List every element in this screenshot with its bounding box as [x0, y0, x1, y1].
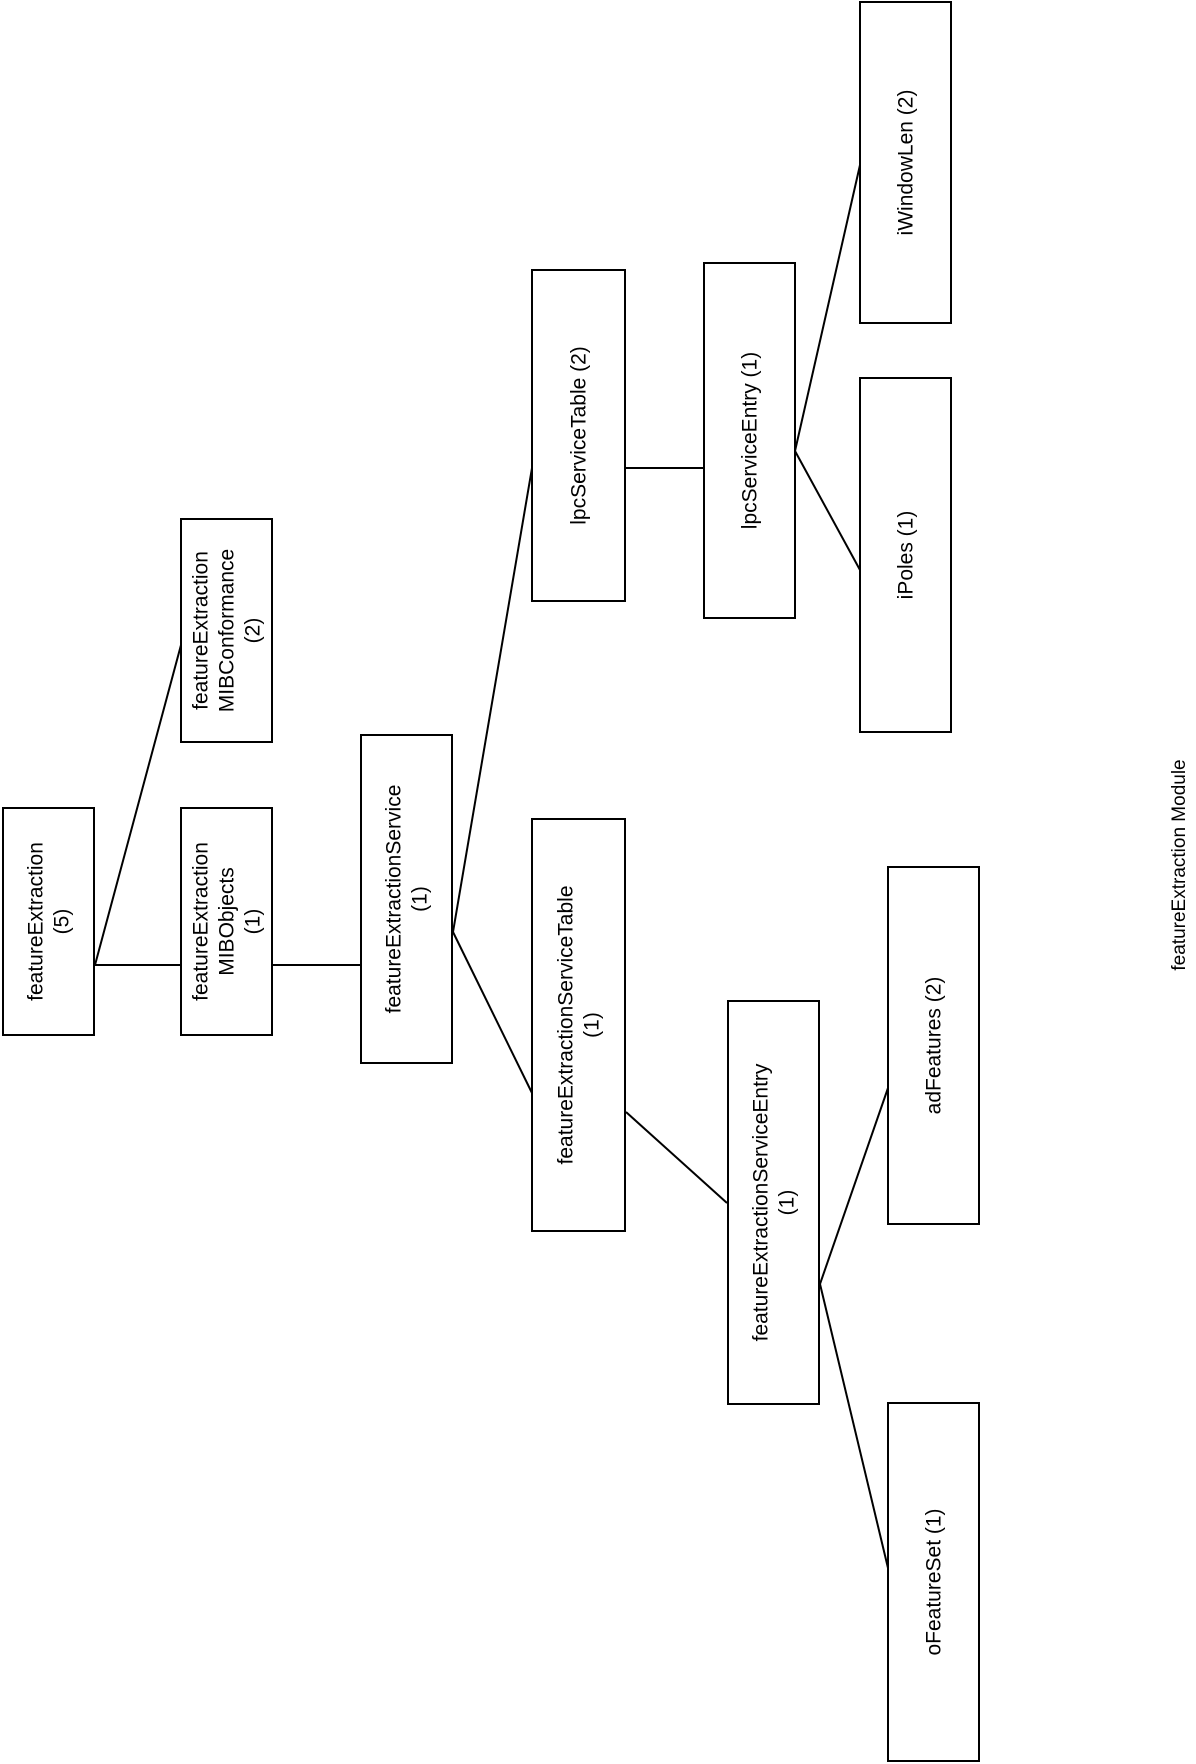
- node-label: featureExtractionServiceTable(1): [555, 886, 604, 1165]
- edge-lpcserviceentry-ipoles: [794, 450, 861, 571]
- node-label-line: (5): [51, 909, 74, 935]
- node-label-line: adFeatures (2): [923, 977, 946, 1115]
- edge-serviceentry-ofeatureset: [819, 1283, 889, 1569]
- node-lpcserviceentry: lpcServiceEntry (1): [703, 262, 796, 619]
- node-box: [180, 807, 273, 1036]
- node-ofeatureset: oFeatureSet (1): [887, 1402, 980, 1762]
- node-label-line: (2): [242, 618, 265, 644]
- node-label: featureExtraction(5): [25, 842, 74, 1001]
- node-ipoles: iPoles (1): [859, 377, 952, 733]
- node-label-line: lpcServiceEntry (1): [739, 352, 762, 529]
- node-featureextraction: featureExtraction(5): [2, 807, 95, 1036]
- node-label-line: oFeatureSet (1): [923, 1508, 946, 1655]
- node-label-line: (1): [242, 909, 265, 935]
- node-label: lpcServiceTable (2): [568, 346, 591, 525]
- node-label: featureExtractionServiceEntry(1): [750, 1063, 799, 1341]
- node-box: [859, 1, 952, 324]
- node-label-line: lpcServiceTable (2): [568, 346, 591, 525]
- node-featureextractionservicetable: featureExtractionServiceTable(1): [531, 818, 626, 1232]
- node-label-line: iPoles (1): [895, 511, 918, 600]
- node-featureextractionservice: featureExtractionService(1): [360, 734, 453, 1064]
- node-label-line: MIBObjects: [216, 867, 239, 976]
- node-label: iWindowLen (2): [895, 90, 918, 236]
- node-box: [531, 269, 626, 602]
- node-featureextractionserviceentry: featureExtractionServiceEntry(1): [727, 1000, 820, 1405]
- node-box: [727, 1000, 820, 1405]
- node-label-line: (1): [581, 1012, 604, 1038]
- node-label-line: featureExtraction: [190, 842, 213, 1001]
- node-box: [360, 734, 453, 1064]
- edge-service-servicetable: [452, 931, 533, 1094]
- edge-lpcserviceentry-iwindowlen: [794, 164, 861, 452]
- node-lpcservicetable: lpcServiceTable (2): [531, 269, 626, 602]
- node-box: [859, 377, 952, 733]
- node-label-line: (1): [776, 1190, 799, 1216]
- node-label-line: featureExtraction: [25, 842, 48, 1001]
- node-label: featureExtractionService(1): [383, 785, 432, 1014]
- node-label-line: featureExtraction: [190, 551, 213, 710]
- diagram-caption: featureExtraction Module: [1169, 759, 1190, 970]
- node-label: iPoles (1): [895, 511, 918, 600]
- node-box: [2, 807, 95, 1036]
- node-label-line: featureExtractionServiceEntry: [750, 1063, 773, 1341]
- node-label-line: MIBConformance: [216, 549, 239, 712]
- node-box: [703, 262, 796, 619]
- edge-servicetable-serviceentry: [625, 1111, 728, 1204]
- node-label-line: featureExtractionService: [383, 785, 406, 1014]
- node-label-line: (1): [409, 886, 432, 912]
- edge-serviceentry-adfeatures: [819, 1087, 889, 1285]
- node-label-line: featureExtractionServiceTable: [555, 886, 578, 1165]
- edge-root-mibconformance: [94, 644, 182, 966]
- edges: [94, 164, 889, 1569]
- node-box: [887, 1402, 980, 1762]
- node-label: lpcServiceEntry (1): [739, 352, 762, 529]
- edge-service-lpcservicetable: [452, 467, 533, 933]
- node-box: [180, 518, 273, 743]
- node-label-line: iWindowLen (2): [895, 90, 918, 236]
- node-label: oFeatureSet (1): [923, 1508, 946, 1655]
- node-adfeatures: adFeatures (2): [887, 866, 980, 1225]
- node-label: adFeatures (2): [923, 977, 946, 1115]
- node-box: [531, 818, 626, 1232]
- node-box: [887, 866, 980, 1225]
- node-iwindowlen: iWindowLen (2): [859, 1, 952, 324]
